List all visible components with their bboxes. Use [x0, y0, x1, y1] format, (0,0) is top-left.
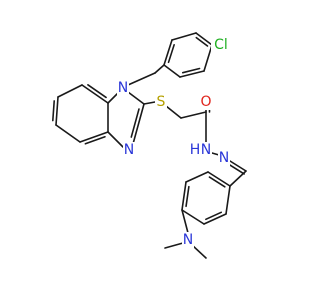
bond-c2-s: [143, 101, 156, 105]
bond-s-ch2: [165, 105, 182, 119]
bond-benzo-3-second: [52, 100, 56, 122]
bond-ch-ring2: [229, 170, 247, 187]
atom-label-hydrogen-background: [189, 142, 201, 158]
bond-ring1-3: [203, 44, 213, 72]
atom-label-oxygen-background: [200, 94, 212, 110]
atom-label-oxygen: O: [200, 94, 211, 110]
bond-layer: [52, 32, 247, 259]
bond-ring2-2: [185, 171, 209, 183]
bond-ring1-6-second: [167, 44, 175, 64]
atom-label-amide-nitrogen-background: [200, 142, 212, 158]
bond-n-ch: [229, 160, 247, 172]
atom-label-nitrogen-1: N: [118, 80, 128, 96]
bond-c2-n1: [127, 91, 145, 105]
bond-ring2-6: [225, 185, 231, 215]
bond-benzo-3: [55, 96, 59, 126]
atom-label-sulfur-background: [155, 94, 167, 110]
bond-ring2-3: [181, 181, 187, 211]
bond-n-ch-second: [227, 163, 245, 175]
bond-benzo-4: [55, 124, 81, 143]
bond-ring1-6: [163, 39, 173, 66]
bond-ring2-1: [207, 171, 231, 187]
atom-label-nitrogen-1-background: [117, 80, 129, 96]
bond-n3-c2-second: [130, 108, 140, 138]
bond-ring1-ch2: [154, 64, 165, 74]
bond-benzo-5-second: [84, 135, 106, 145]
bond-ring1-2: [195, 32, 213, 46]
bond-nh-n: [211, 152, 220, 156]
bond-n-methyl-1: [164, 242, 184, 249]
bond-ring1-4: [179, 70, 205, 78]
bond-n-methyl-2: [191, 244, 207, 259]
atom-label-amine-nitrogen: N: [183, 232, 193, 248]
atom-label-hydrogen: H: [190, 142, 201, 158]
bond-ring2-1-second: [208, 176, 226, 188]
bond-benzo-5: [79, 131, 109, 143]
atom-label-amide-nitrogen: N: [201, 142, 211, 158]
atom-label-imine-nitrogen: N: [219, 150, 229, 166]
bond-benzo-1-second: [87, 84, 107, 99]
bond-benzo-1: [81, 84, 109, 104]
atom-label-chlorine-background: [211, 37, 229, 53]
atom-label-imine-nitrogen-background: [218, 150, 230, 166]
bond-n1-c7a: [107, 92, 119, 104]
bond-ch2-n1: [127, 72, 156, 86]
bond-ring2-5: [203, 213, 227, 225]
atom-label-chlorine: Cl: [214, 37, 228, 53]
bond-ring2-nme2: [181, 209, 189, 234]
bond-n3-c2: [132, 103, 145, 145]
bond-ring1-5: [163, 64, 181, 78]
bond-ring1-4-second: [181, 67, 201, 74]
atom-label-amine-nitrogen-background: [182, 232, 194, 248]
atom-label-nitrogen-3: N: [124, 142, 134, 158]
bond-benzo-2: [57, 84, 83, 98]
atom-label-nitrogen-3-background: [123, 142, 135, 158]
bond-c3a-n3: [107, 131, 124, 148]
bond-ring2-5-second: [205, 211, 223, 221]
atom-label-sulfur: S: [157, 94, 166, 110]
bond-ring2-4: [181, 209, 205, 225]
bond-ring1-2-second: [195, 36, 209, 47]
bond-ch2-co: [180, 111, 207, 119]
bond-ring2-3-second: [185, 185, 190, 208]
bond-ring1-1: [171, 32, 197, 41]
